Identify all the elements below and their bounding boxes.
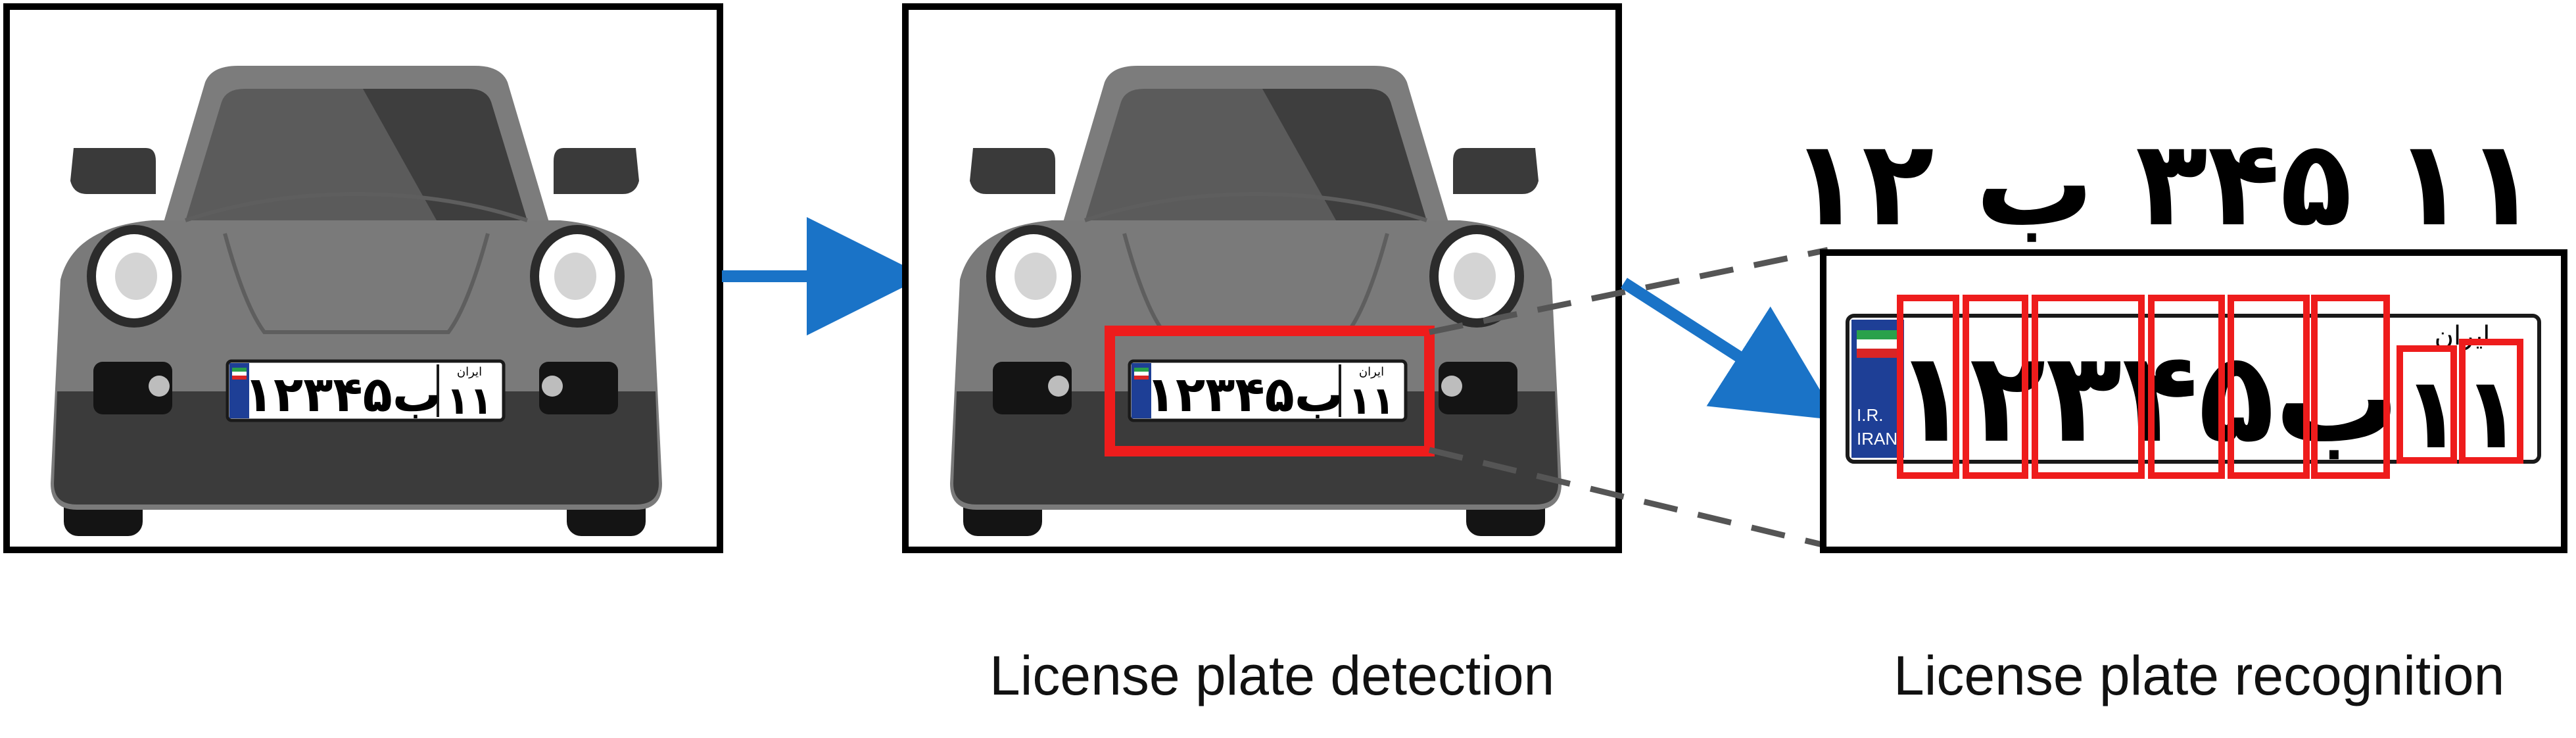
license-plate-zoomed: I.R. IRAN ۱۲ب۳۴۵ ۱۱ ایران — [1846, 314, 2541, 471]
country-code-top: I.R. — [1857, 405, 1883, 425]
recognized-plate-text: ۱۱ ۳۴۵ ب ۱۲ — [1790, 115, 2538, 253]
plate-region-label: ایران — [457, 365, 482, 379]
char-box — [1897, 295, 1959, 479]
zoom-line-top — [1429, 247, 1828, 335]
char-box — [2228, 295, 2310, 479]
car-icon — [950, 66, 1562, 536]
char-box — [2397, 345, 2457, 464]
recognition-caption: License plate recognition — [1894, 645, 2505, 706]
zoom-line-bottom — [1428, 447, 1829, 549]
char-box — [1963, 295, 2028, 479]
plate-main-text: ۱۲ب۳۴۵ — [244, 366, 441, 423]
detection-caption: License plate detection — [990, 645, 1555, 706]
detection-bounding-box — [1105, 326, 1435, 456]
plate-main-text: ۱۲ب۳۴۵ — [1894, 325, 2400, 470]
plate-region-code: ۱۱ — [1348, 378, 1395, 423]
plate-region-code: ۱۱ — [446, 378, 493, 423]
country-code-bottom: IRAN — [1857, 429, 1897, 449]
car-icon — [51, 66, 662, 536]
char-box — [2459, 339, 2523, 464]
character-boxes — [1897, 295, 2523, 479]
char-box — [2311, 295, 2390, 479]
char-box — [2148, 295, 2225, 479]
plate-region-label: ایران — [1359, 365, 1384, 379]
plate-main-text: ۱۲ب۳۴۵ — [1146, 366, 1343, 423]
char-box — [2032, 295, 2145, 479]
arrow-icon — [1621, 278, 1838, 420]
license-plate: ۱۲ب۳۴۵ ۱۱ ایران — [1128, 359, 1408, 423]
license-plate: ۱۲ب۳۴۵ ۱۱ ایران — [226, 359, 506, 423]
